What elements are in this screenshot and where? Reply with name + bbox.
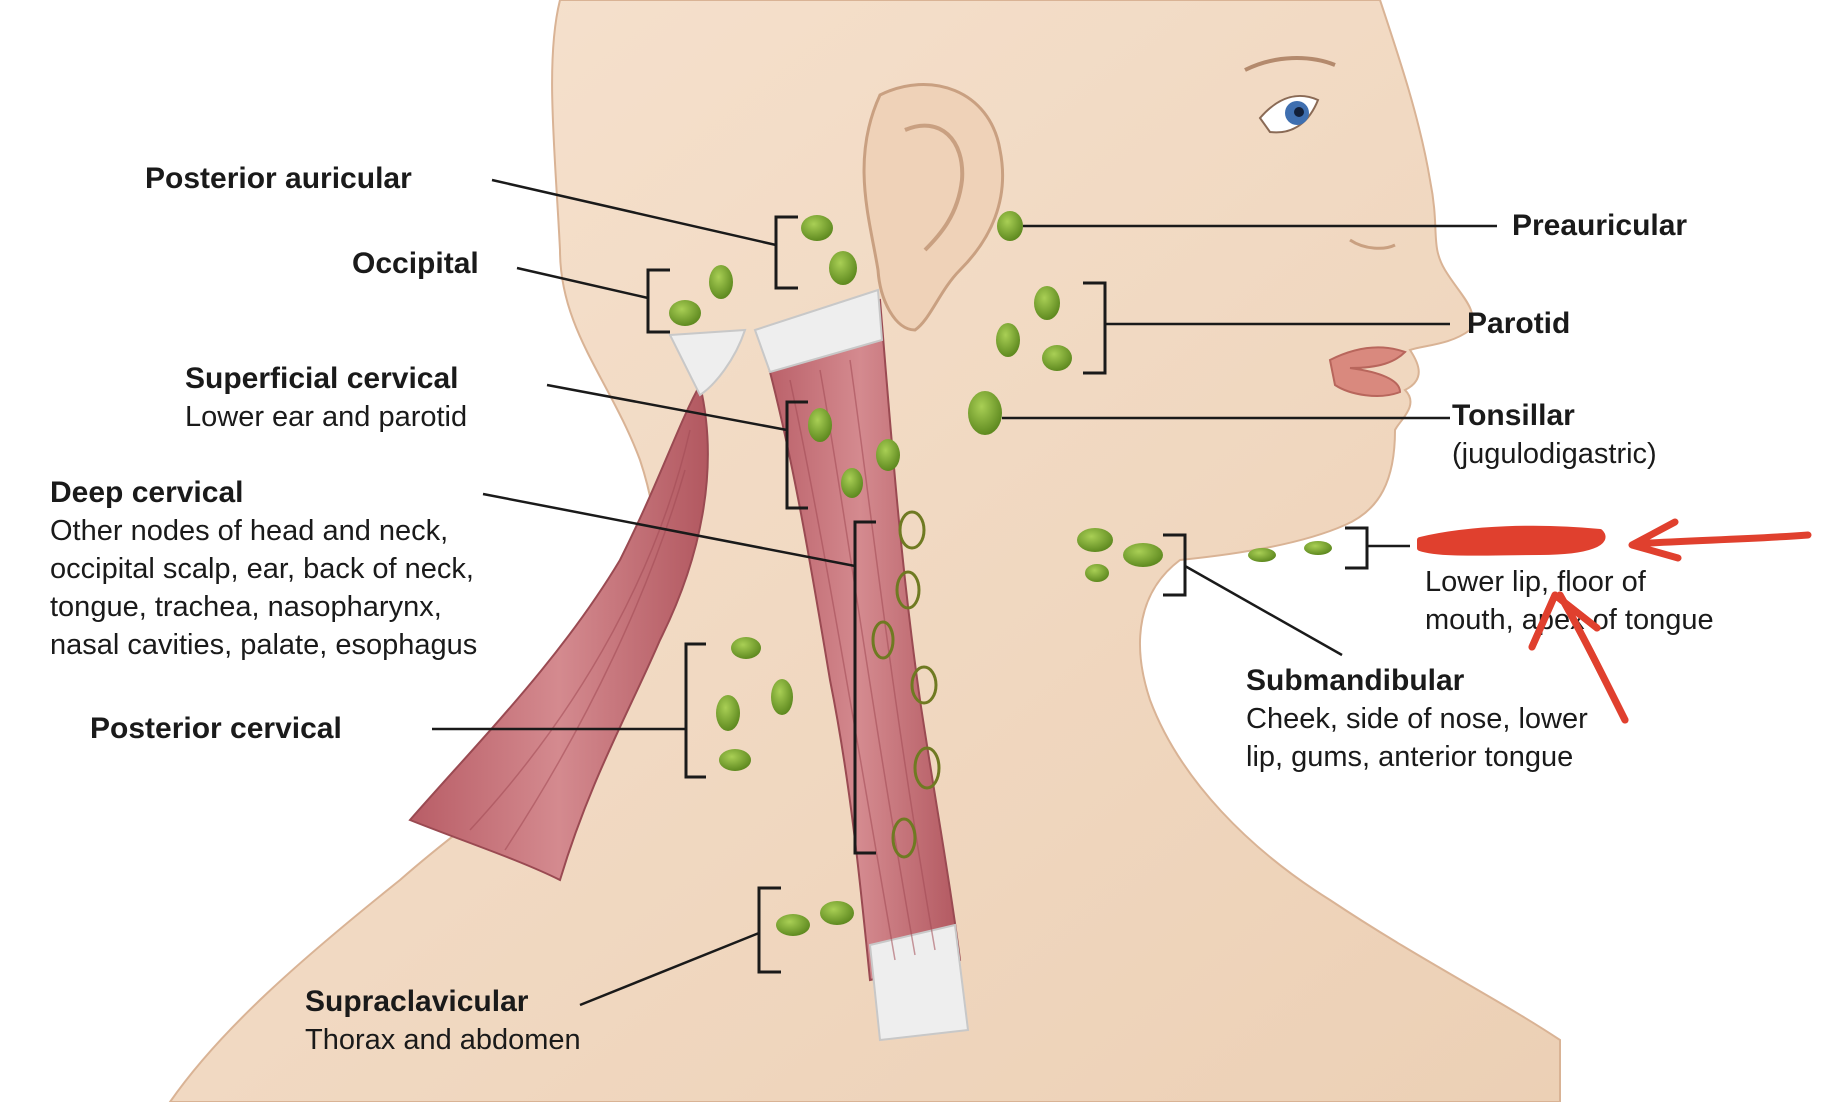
label-desc-line: nasal cavities, palate, esophagus	[50, 626, 477, 664]
lymph-node	[876, 439, 900, 471]
lymph-node	[709, 265, 733, 299]
label-supraclavicular: Supraclavicular Thorax and abdomen	[305, 983, 581, 1059]
lymph-node	[829, 251, 857, 285]
pupil	[1294, 107, 1304, 117]
label-desc-line: lip, gums, anterior tongue	[1246, 738, 1588, 776]
lymph-node	[1077, 528, 1113, 552]
lymph-node	[996, 323, 1020, 357]
node-group-tonsillar	[968, 391, 1002, 435]
leader-submandibular	[1185, 566, 1342, 655]
label-desc-line: Other nodes of head and neck,	[50, 512, 477, 550]
lymph-node	[731, 637, 761, 659]
label-title: Tonsillar	[1452, 397, 1657, 435]
label-preauricular: Preauricular	[1512, 207, 1687, 245]
label-desc: Thorax and abdomen	[305, 1021, 581, 1059]
lymph-node	[801, 215, 833, 241]
label-occipital: Occipital	[352, 245, 479, 283]
label-title: Parotid	[1467, 305, 1570, 343]
lymph-node	[716, 695, 740, 731]
lymph-node	[669, 300, 701, 326]
lymph-node	[1123, 543, 1163, 567]
label-title: Preauricular	[1512, 207, 1687, 245]
label-desc: Lower ear and parotid	[185, 398, 467, 436]
label-desc-line: occipital scalp, ear, back of neck,	[50, 550, 477, 588]
label-tonsillar: Tonsillar (jugulodigastric)	[1452, 397, 1657, 473]
label-desc-line: Cheek, side of nose, lower	[1246, 700, 1588, 738]
label-title: Supraclavicular	[305, 983, 581, 1021]
lymph-node	[1034, 286, 1060, 320]
label-title: Submandibular	[1246, 662, 1588, 700]
lymph-node	[771, 679, 793, 715]
label-deep-cervical: Deep cervical Other nodes of head and ne…	[46, 474, 481, 664]
lymph-node	[968, 391, 1002, 435]
scm-lower-tendon	[870, 925, 968, 1040]
label-title: Posterior auricular	[145, 160, 412, 198]
label-posterior-auricular: Posterior auricular	[145, 160, 412, 198]
label-submandibular: Submandibular Cheek, side of nose, lower…	[1246, 662, 1588, 776]
label-superficial-cervical: Superficial cervical Lower ear and parot…	[185, 360, 467, 436]
label-title: Superficial cervical	[185, 360, 467, 398]
lymph-node	[1085, 564, 1109, 582]
lymph-node	[1042, 345, 1072, 371]
label-desc: (jugulodigastric)	[1452, 435, 1657, 473]
lymph-node	[776, 914, 810, 936]
lymph-node	[997, 211, 1023, 241]
label-posterior-cervical: Posterior cervical	[90, 710, 342, 748]
node-group-preauricular	[997, 211, 1023, 241]
red-arrow-left	[1635, 535, 1808, 544]
lymph-node	[820, 901, 854, 925]
lymph-node	[841, 468, 863, 498]
lymph-node	[808, 408, 832, 442]
label-title: Occipital	[352, 245, 479, 283]
label-title: Deep cervical	[50, 474, 477, 512]
lymph-node	[719, 749, 751, 771]
lymph-node	[1248, 548, 1276, 562]
red-scribble	[1420, 529, 1603, 553]
label-desc-line: tongue, trachea, nasopharynx,	[50, 588, 477, 626]
label-desc-line: mouth, apex of tongue	[1425, 601, 1714, 639]
label-parotid: Parotid	[1467, 305, 1570, 343]
label-submental: Lower lip, floor of mouth, apex of tongu…	[1425, 563, 1714, 639]
label-desc-line: Lower lip, floor of	[1425, 563, 1714, 601]
label-title: Posterior cervical	[90, 710, 342, 748]
lymph-node	[1304, 541, 1332, 555]
bracket-submental	[1345, 528, 1367, 568]
